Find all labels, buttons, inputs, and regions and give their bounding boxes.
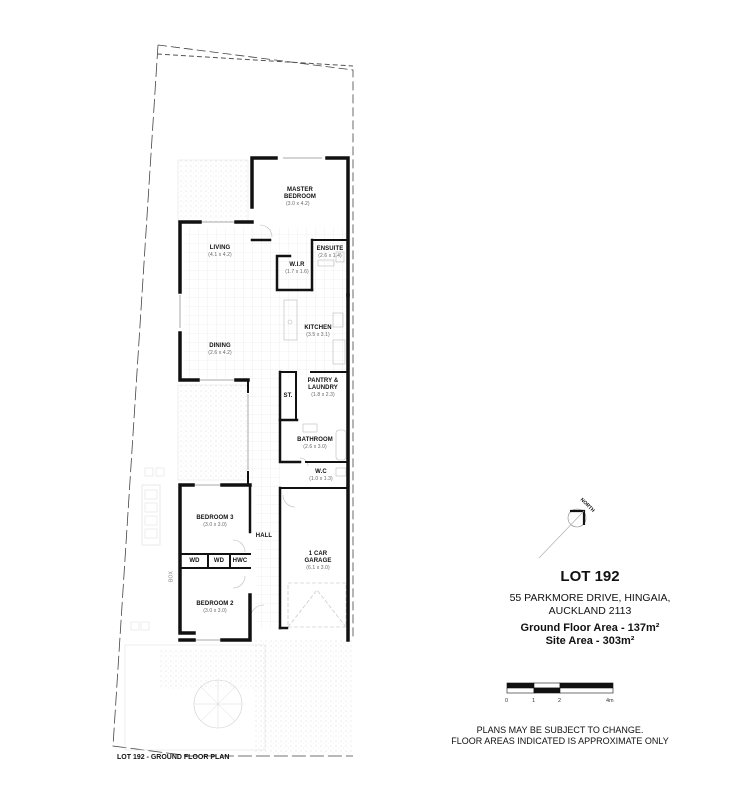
room-label-ensuite: ENSUITE (2.6 x 1.4) bbox=[312, 246, 348, 259]
room-name-line: HWC bbox=[232, 558, 248, 564]
room-name-line: W.C bbox=[315, 469, 327, 475]
room-label-wd-2: WD bbox=[208, 558, 230, 565]
room-dimensions: (6.1 x 3.0) bbox=[306, 565, 330, 571]
room-name-line: 1 CAR bbox=[308, 551, 328, 557]
side-service-label: BOX bbox=[169, 570, 176, 584]
site-boundary bbox=[112, 44, 354, 757]
room-label-master-bedroom: MASTER BEDROOM (3.0 x 4.2) bbox=[270, 187, 330, 207]
room-name-line: BEDROOM 3 bbox=[196, 515, 234, 521]
room-dimensions: (1.7 x 1.6) bbox=[285, 269, 309, 275]
room-dimensions: (2.6 x 3.0) bbox=[303, 444, 327, 450]
room-label-living: LIVING (4.1 x 4.2) bbox=[195, 245, 245, 258]
room-label-bathroom: BATHROOM (2.6 x 3.0) bbox=[292, 437, 338, 450]
room-label-hwc: HWC bbox=[230, 558, 250, 565]
room-name-line: GARAGE bbox=[304, 558, 332, 564]
room-name-line: HALL bbox=[255, 533, 273, 539]
room-label-wc: W.C (1.0 x 1.3) bbox=[306, 469, 336, 482]
room-dimensions: (4.1 x 4.2) bbox=[208, 252, 232, 258]
room-label-wir: W.I.R (1.7 x 1.6) bbox=[282, 262, 312, 275]
room-name-line: BEDROOM 2 bbox=[196, 601, 234, 607]
room-dimensions: (3.0 x 3.0) bbox=[203, 608, 227, 614]
room-label-kitchen: KITCHEN (3.5 x 3.1) bbox=[296, 325, 340, 338]
room-label-pantry-laundry: PANTRY & LAUNDRY (1.8 x 2.3) bbox=[298, 378, 348, 398]
plan-title: LOT 192 - GROUND FLOOR PLAN bbox=[117, 754, 230, 761]
walls bbox=[178, 156, 350, 642]
windows bbox=[179, 157, 322, 641]
address-line-1: 55 PARKMORE DRIVE, HINGAIA, bbox=[509, 592, 671, 604]
room-dimensions: (2.6 x 4.2) bbox=[208, 350, 232, 356]
disclaimer-line-2: FLOOR AREAS INDICATED IS APPROXIMATE ONL… bbox=[451, 736, 669, 746]
room-dimensions: (3.0 x 4.2) bbox=[286, 201, 310, 207]
side-label-text: BOX bbox=[168, 571, 175, 582]
room-name-line: BEDROOM bbox=[283, 194, 317, 200]
room-dimensions: (2.6 x 1.4) bbox=[318, 253, 342, 259]
room-name-line: ENSUITE bbox=[316, 246, 344, 252]
ground-floor-area: Ground Floor Area - 137m² bbox=[520, 622, 660, 634]
room-dimensions: (1.0 x 1.3) bbox=[309, 476, 333, 482]
room-dimensions: (3.5 x 3.1) bbox=[306, 332, 330, 338]
address: 55 PARKMORE DRIVE, HINGAIA, AUCKLAND 211… bbox=[460, 592, 720, 618]
scale-label-0: 0 bbox=[505, 698, 509, 704]
fixtures bbox=[232, 224, 347, 628]
room-name-line: W.I.R bbox=[289, 262, 305, 268]
room-name-line: LIVING bbox=[209, 245, 231, 251]
room-name-line: KITCHEN bbox=[304, 325, 332, 331]
room-dimensions: (1.8 x 2.3) bbox=[311, 392, 335, 398]
lot-title: LOT 192 bbox=[560, 568, 620, 585]
room-name-line: MASTER bbox=[287, 187, 313, 193]
room-name-line: BATHROOM bbox=[297, 437, 333, 443]
room-name-line: PANTRY & bbox=[307, 378, 339, 384]
tiled-floor bbox=[185, 228, 347, 378]
room-label-bedroom-3: BEDROOM 3 (3.0 x 3.0) bbox=[190, 515, 240, 528]
room-name-line: ST. bbox=[283, 393, 293, 399]
room-label-bedroom-2: BEDROOM 2 (3.0 x 3.0) bbox=[190, 601, 240, 614]
room-label-store: ST. bbox=[280, 393, 296, 400]
room-label-dining: DINING (2.6 x 4.2) bbox=[195, 343, 245, 356]
room-name-line: WD bbox=[189, 558, 200, 564]
area-summary: Ground Floor Area - 137m² Site Area - 30… bbox=[460, 622, 720, 648]
scale-bar bbox=[506, 682, 614, 694]
disclaimer: PLANS MAY BE SUBJECT TO CHANGE. FLOOR AR… bbox=[410, 725, 710, 747]
room-name-line: LAUNDRY bbox=[308, 385, 338, 391]
address-line-2: AUCKLAND 2113 bbox=[548, 605, 632, 617]
scale-label-1: 1 bbox=[532, 698, 536, 704]
room-dimensions: (3.0 x 3.0) bbox=[203, 522, 227, 528]
room-label-garage: 1 CAR GARAGE (6.1 x 3.0) bbox=[290, 551, 346, 571]
site-area: Site Area - 303m² bbox=[545, 635, 635, 647]
north-arrow-icon bbox=[538, 508, 587, 559]
disclaimer-line-1: PLANS MAY BE SUBJECT TO CHANGE. bbox=[476, 725, 644, 735]
room-name-line: DINING bbox=[209, 343, 231, 349]
scale-label-2: 2 bbox=[558, 698, 562, 704]
scale-label-4m: 4m bbox=[606, 698, 614, 704]
room-label-wd-1: WD bbox=[181, 558, 208, 565]
outdoor-paving bbox=[124, 159, 353, 755]
room-name-line: WD bbox=[213, 558, 225, 564]
room-label-hall: HALL bbox=[253, 533, 275, 540]
